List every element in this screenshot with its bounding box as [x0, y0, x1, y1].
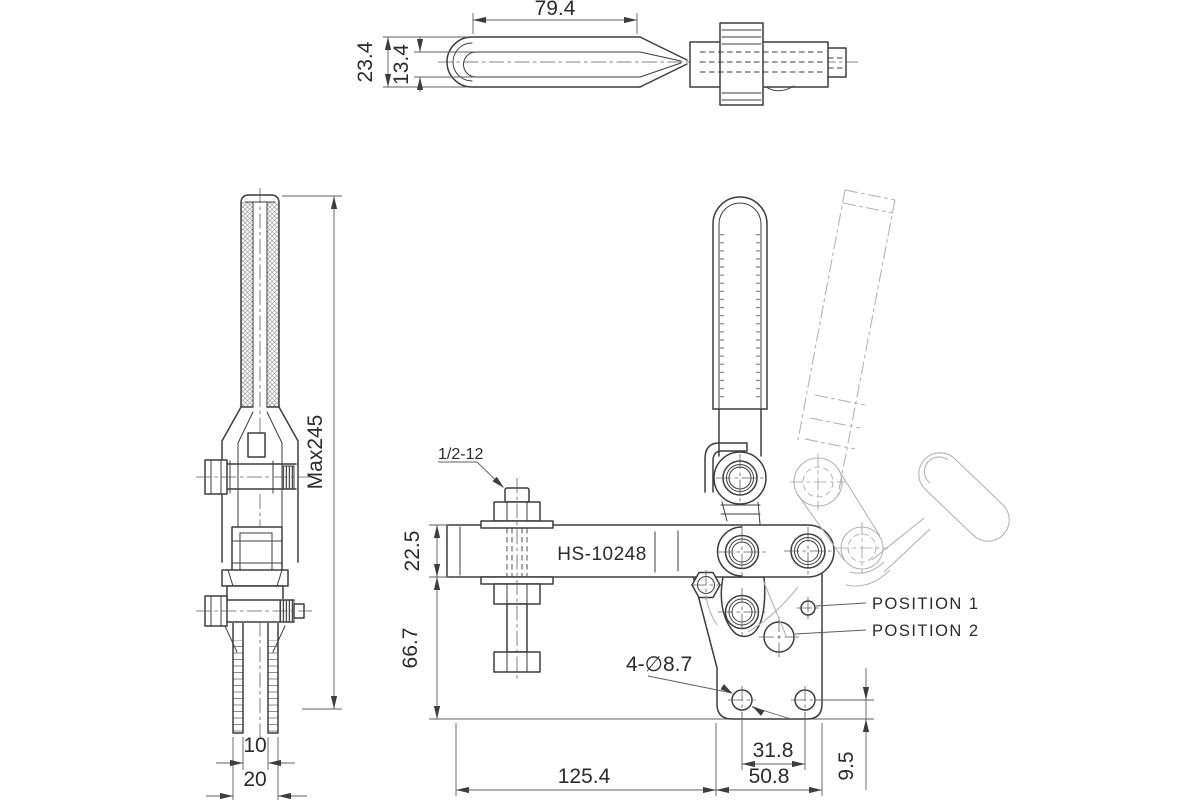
- fork-side-view: [221, 406, 299, 653]
- dim-max-height: Max245: [304, 415, 327, 490]
- position1-label: POSITION 1: [872, 595, 980, 613]
- side-view: [196, 188, 312, 742]
- phantom-lever: [871, 517, 931, 573]
- phantom-bar: [797, 189, 896, 496]
- clamp-bar: HS-10248: [446, 524, 835, 578]
- thread-callout-label: 1/2-12: [438, 446, 483, 463]
- model-label: HS-10248: [557, 544, 647, 565]
- dim-bar-to-base: 66.7: [399, 628, 422, 669]
- dim-handle-inner-width: 13.4: [390, 44, 413, 85]
- upper-pivot-bolt: [204, 459, 297, 495]
- dim-prong-outer: 20: [243, 768, 266, 791]
- bolt-centerlines: [196, 476, 312, 612]
- handle-front-view: [704, 196, 768, 525]
- bar-cross-section: [221, 526, 289, 601]
- dim-handle-outer-width: 23.4: [354, 41, 377, 82]
- hole-callout-label: 4-∅8.7: [626, 653, 692, 676]
- prongs-side-view: [232, 599, 279, 734]
- dim-handle-length: 79.4: [535, 0, 576, 20]
- dim-base-width: 50.8: [749, 765, 790, 788]
- dim-hole-spacing: 31.8: [753, 739, 794, 762]
- mounting-block-top-view: [689, 22, 847, 106]
- grip-side-view: [240, 194, 280, 408]
- top-view: [438, 22, 858, 106]
- position2-label: POSITION 2: [872, 622, 980, 640]
- handle-hook: [704, 442, 748, 493]
- dim-bar-length: 125.4: [558, 765, 611, 788]
- dimensions: 79.4 23.4 13.4 Max245 10 20 22.5 66.7 12…: [206, 0, 980, 800]
- phantom-grip: [918, 452, 1010, 542]
- centerline-crosses: [691, 454, 832, 714]
- dim-bar-height: 22.5: [401, 531, 424, 572]
- front-view: HS-10248: [429, 196, 874, 720]
- dim-prong-gap: 10: [243, 734, 266, 757]
- dim-hole-edge-offset: 9.5: [835, 751, 858, 780]
- phantom-open-position: [705, 189, 1010, 639]
- spindle-assembly: [480, 478, 554, 680]
